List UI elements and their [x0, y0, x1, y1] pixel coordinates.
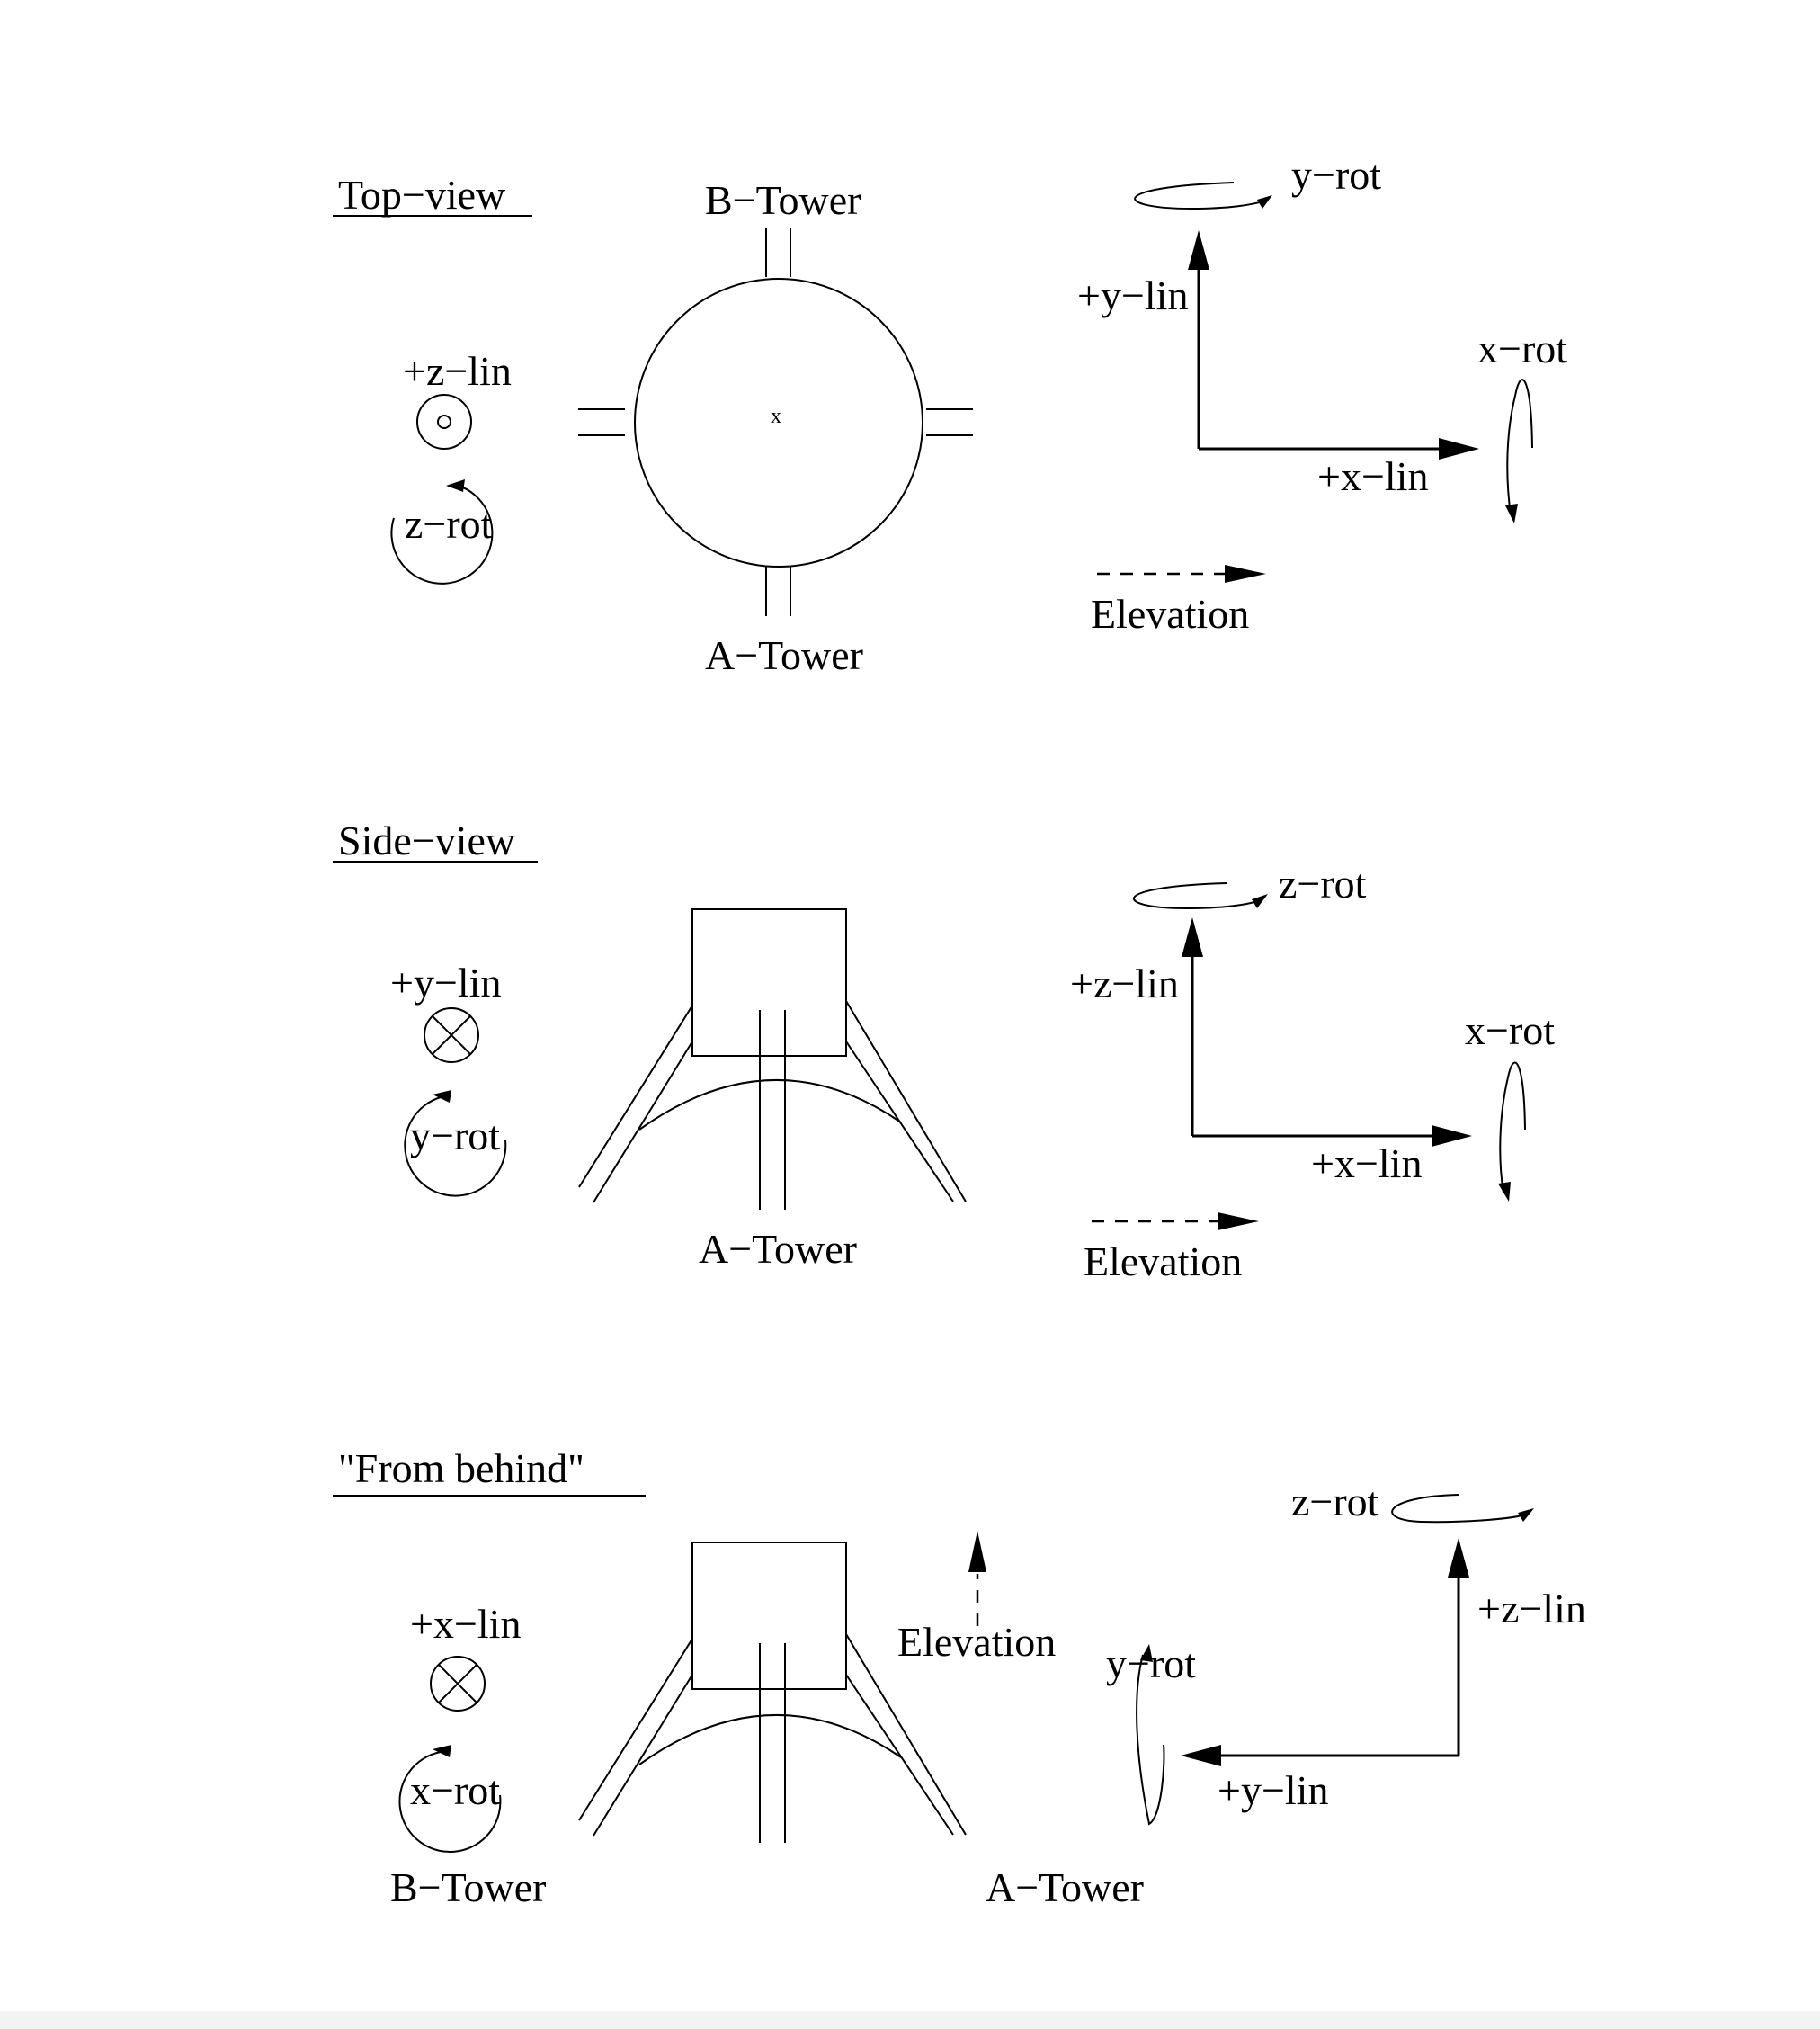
- y-rot-arc: [404, 1096, 507, 1197]
- x-lin-label: +x−lin: [410, 1601, 521, 1647]
- y-rot-label: y−rot: [1106, 1640, 1196, 1686]
- y-lin-label: +y−lin: [1077, 273, 1188, 318]
- b-tower-label: B−Tower: [705, 177, 861, 223]
- z-rot-arc: [1391, 1494, 1530, 1524]
- z-lin-label: +z−lin: [403, 348, 512, 394]
- left-stub: [578, 408, 625, 436]
- behind-view-panel: "From behind" Elevation +x−lin x−rot: [333, 1445, 1586, 1910]
- y-rot-arrowhead: [1140, 1644, 1153, 1662]
- y-rot-arrowhead: [433, 1090, 451, 1103]
- x-lin-arrowhead: [1439, 438, 1479, 460]
- behind-axes: [1181, 1538, 1469, 1766]
- behind-view-title: "From behind": [338, 1445, 584, 1491]
- dish-center-mark: x: [771, 405, 781, 428]
- y-lin-arrowhead: [1181, 1745, 1221, 1766]
- x-rot-label: x−rot: [1477, 326, 1567, 371]
- x-rot-arrowhead: [433, 1745, 451, 1757]
- page-bottom-strip: [0, 2011, 1820, 2029]
- z-rot-label: z−rot: [405, 501, 493, 547]
- a-tower-stub: [765, 567, 791, 616]
- x-lin-label: +x−lin: [1317, 453, 1428, 499]
- dish-curve: [638, 1713, 902, 1765]
- top-view-panel: Top−view x B−Tower A−Tower +z−lin: [333, 152, 1567, 678]
- x-rot-arrowhead: [1498, 1182, 1511, 1202]
- z-rot-arrowhead: [1252, 894, 1268, 908]
- y-lin-label: +y−lin: [390, 960, 501, 1006]
- y-rot-label: y−rot: [410, 1113, 500, 1158]
- side-axes: [1182, 917, 1472, 1147]
- into-page-icon: [424, 1007, 479, 1063]
- z-rot-arrowhead: [1518, 1508, 1534, 1522]
- elevation-label: Elevation: [1091, 591, 1249, 637]
- y-rot-arrowhead: [1257, 195, 1272, 209]
- x-rot-label: x−rot: [410, 1767, 500, 1813]
- x-rot-arc: [1506, 379, 1533, 515]
- x-rot-arrowhead: [1505, 504, 1518, 523]
- dish-circle: [634, 278, 923, 568]
- top-axes: [1188, 230, 1479, 460]
- elevation-label: Elevation: [1084, 1238, 1242, 1284]
- z-rot-arc: [390, 485, 494, 585]
- y-rot-arc: [1136, 1654, 1165, 1826]
- top-view-title: Top−view: [338, 172, 506, 218]
- z-lin-arrowhead: [1182, 917, 1203, 957]
- x-lin-arrowhead: [1432, 1125, 1472, 1147]
- b-tower-label: B−Tower: [390, 1864, 546, 1910]
- elevation-label: Elevation: [897, 1619, 1056, 1665]
- z-lin-arrowhead: [1448, 1538, 1469, 1578]
- elevation-arrowhead: [1218, 1212, 1259, 1230]
- support-legs: [578, 1633, 967, 1837]
- center-post: [759, 1643, 786, 1843]
- x-rot-label: x−rot: [1465, 1007, 1555, 1053]
- y-rot-arc: [1134, 182, 1269, 210]
- y-lin-label: +y−lin: [1218, 1767, 1328, 1813]
- a-tower-label: A−Tower: [986, 1864, 1144, 1910]
- dish-curve: [638, 1078, 902, 1131]
- center-post: [759, 1010, 786, 1210]
- side-view-panel: Side−view A−Tower +y−lin y−rot: [333, 818, 1555, 1284]
- z-rot-arc: [1133, 882, 1263, 910]
- side-view-title: Side−view: [338, 818, 516, 863]
- support-legs: [578, 1000, 967, 1203]
- right-stub: [926, 408, 973, 436]
- receiver-box: [691, 1542, 847, 1690]
- receiver-box: [691, 908, 847, 1057]
- y-lin-arrowhead: [1188, 230, 1209, 270]
- z-rot-label: z−rot: [1291, 1479, 1379, 1524]
- y-rot-label: y−rot: [1291, 152, 1381, 198]
- out-of-page-icon: [416, 394, 472, 450]
- a-tower-label: A−Tower: [699, 1226, 857, 1272]
- into-page-icon: [430, 1656, 486, 1712]
- x-rot-arc: [1499, 1061, 1526, 1193]
- elevation-arrowhead: [968, 1531, 986, 1572]
- z-rot-arrowhead: [446, 479, 465, 492]
- z-rot-label: z−rot: [1279, 861, 1367, 907]
- z-lin-label: +z−lin: [1477, 1586, 1586, 1631]
- z-lin-label: +z−lin: [1070, 961, 1179, 1006]
- x-lin-label: +x−lin: [1311, 1140, 1422, 1186]
- x-rot-arc: [398, 1751, 502, 1853]
- b-tower-stub: [765, 228, 791, 277]
- elevation-arrowhead: [1225, 565, 1266, 583]
- a-tower-label: A−Tower: [705, 632, 863, 678]
